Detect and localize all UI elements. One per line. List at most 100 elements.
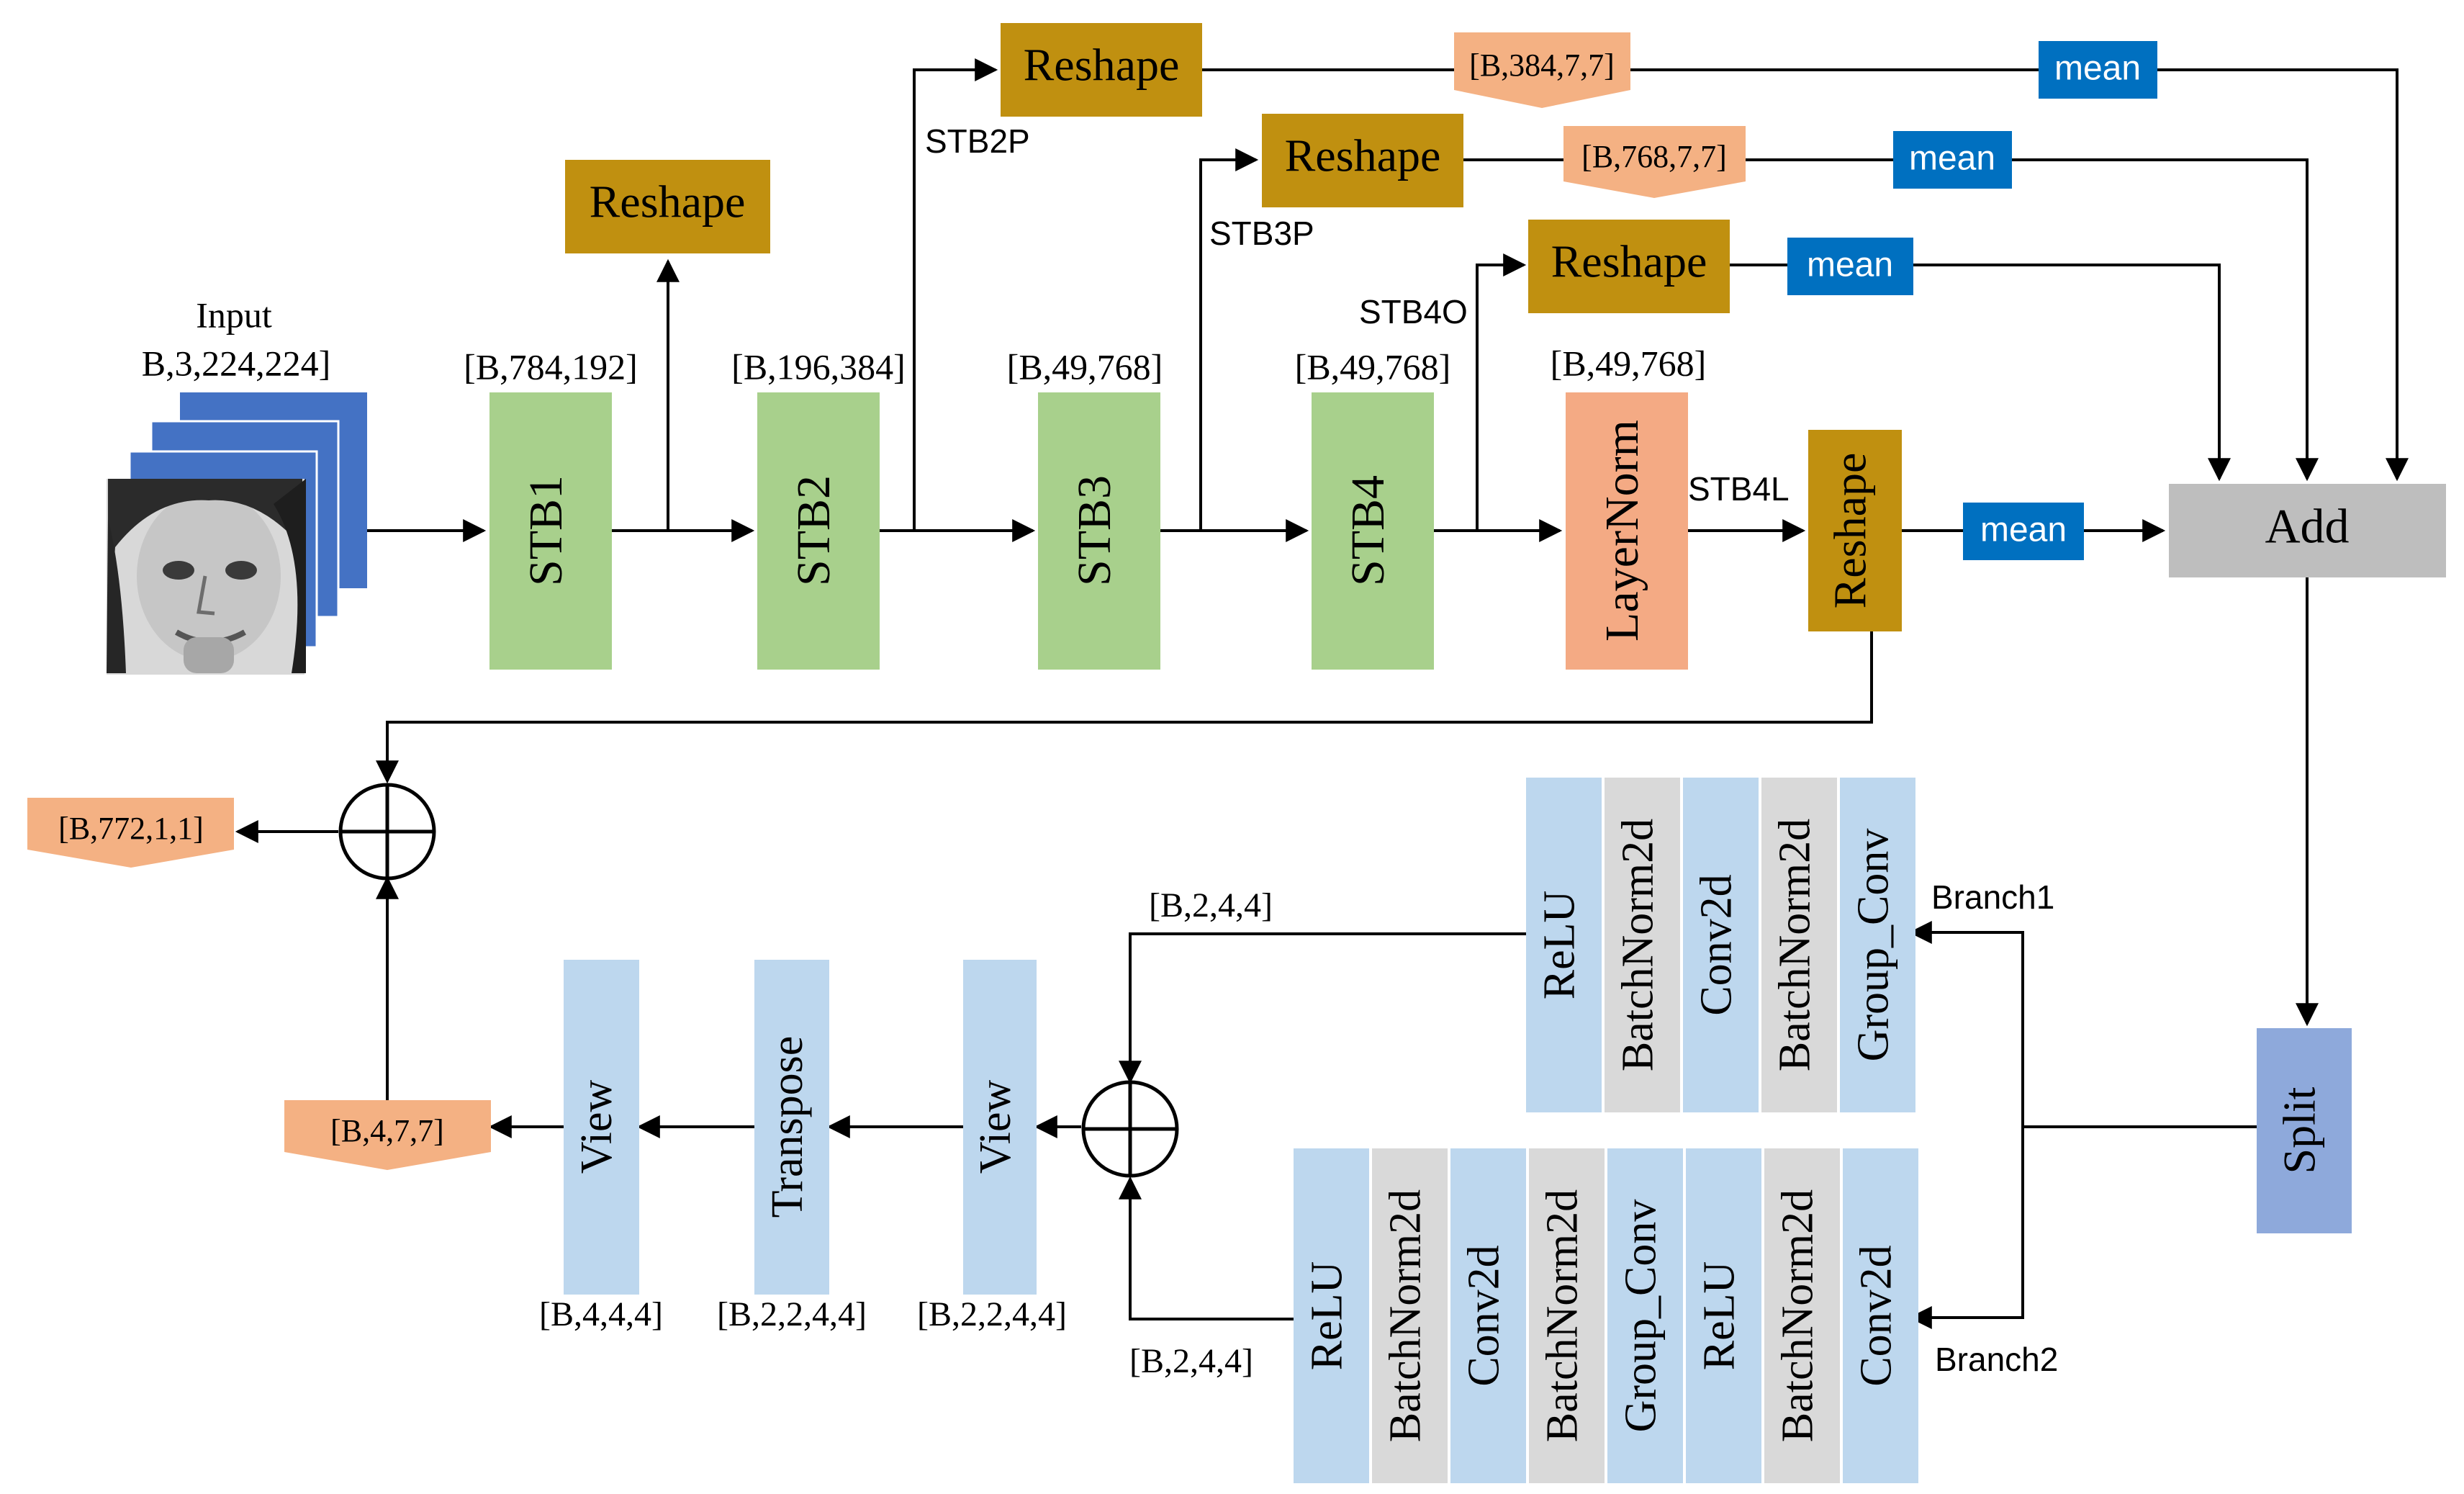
mean-label-1: mean	[2054, 50, 2141, 88]
branch2-block-3-label: Conv2d	[1460, 1245, 1509, 1386]
tensor-384: [B,384,7,7]	[1454, 32, 1630, 108]
face-photo-image	[107, 479, 306, 675]
branch2-block-4-label: BatchNorm2d	[1538, 1189, 1587, 1442]
edge-split-branch2	[1908, 1127, 2024, 1329]
layernorm-label: LayerNorm	[1596, 420, 1648, 642]
branch2-block-7-label: BatchNorm2d	[1774, 1189, 1823, 1442]
stb1-label: STB1	[520, 475, 572, 586]
reshape-stb1-block: Reshape	[565, 160, 770, 253]
tensor-out-label: [B,772,1,1]	[58, 811, 204, 846]
shape-transpose: [B,2,2,4,4]	[717, 1295, 867, 1333]
mean-label-2: mean	[1909, 140, 1995, 178]
shape-stb2: [B,196,384]	[731, 346, 906, 387]
branch1-label: Branch1	[1931, 878, 2054, 916]
branch2-block-3: Conv2d	[1450, 1148, 1526, 1483]
branch1-block-1: ReLU	[1526, 778, 1602, 1112]
tap-stb2p: STB2P	[925, 122, 1030, 160]
tap-stb4l: STB4L	[1688, 470, 1790, 508]
reshape-stb4o-label: Reshape	[1551, 236, 1707, 287]
edge-stb2p	[913, 58, 998, 531]
edge-branch2-sum	[1119, 1176, 1294, 1320]
tap-stb4o: STB4O	[1359, 293, 1468, 330]
view-block-2: View	[564, 960, 639, 1295]
stb2-label: STB2	[788, 475, 840, 586]
reshape-stb2p-block: Reshape	[1001, 23, 1202, 117]
stb2-block: STB2	[757, 392, 880, 670]
mean-box-4: mean	[1963, 503, 2084, 560]
transpose-label: Transpose	[763, 1036, 812, 1218]
branch2-label: Branch2	[1935, 1341, 2058, 1378]
branch1-block-4-label: BatchNorm2d	[1771, 819, 1820, 1071]
layernorm-block: LayerNorm	[1566, 392, 1688, 670]
edge-stb4o	[1476, 253, 1527, 531]
stb1-block: STB1	[489, 392, 612, 670]
branch1-block-3: Conv2d	[1683, 778, 1759, 1112]
stb3-label: STB3	[1068, 475, 1121, 586]
shape-branch1-out: [B,2,4,4]	[1149, 886, 1273, 924]
branch1-block-5-label: Group_Conv	[1849, 829, 1898, 1062]
branch1-block-1-label: ReLU	[1535, 891, 1584, 1000]
reshape-stb4l-label: Reshape	[1825, 453, 1876, 609]
mean-box-2: mean	[1893, 131, 2012, 189]
sum-circle-branches	[1081, 1080, 1179, 1178]
transpose-block: Transpose	[754, 960, 829, 1295]
tap-stb3p: STB3P	[1209, 215, 1314, 252]
add-block: Add	[2169, 484, 2446, 577]
reshape-stb4l-block: Reshape	[1808, 430, 1902, 631]
shape-view2: [B,4,4,4]	[539, 1295, 663, 1333]
edge-reshape-sum	[376, 631, 1873, 784]
reshape-stb3p-label: Reshape	[1285, 130, 1441, 181]
reshape-stb4o-block: Reshape	[1528, 220, 1730, 313]
branch2-block-1-label: ReLU	[1303, 1261, 1352, 1371]
mean-label-4: mean	[1980, 511, 2067, 549]
branch1-block-5: Group_Conv	[1840, 778, 1915, 1112]
input-image-stack	[107, 392, 367, 675]
reshape-stb2p-label: Reshape	[1024, 40, 1180, 91]
branch2-block-5-label: Group_Conv	[1617, 1200, 1666, 1433]
branch1-block-2-label: BatchNorm2d	[1614, 819, 1663, 1071]
branch2-block-4: BatchNorm2d	[1529, 1148, 1605, 1483]
view-block-1-label: View	[971, 1079, 1020, 1174]
shape-stb4: [B,49,768]	[1295, 346, 1451, 387]
branch1-block-3-label: Conv2d	[1692, 874, 1741, 1015]
connector-lines	[235, 58, 2409, 1329]
tensor-768-label: [B,768,7,7]	[1581, 139, 1727, 174]
split-block: Split	[2257, 1028, 2352, 1233]
mean-box-3: mean	[1787, 238, 1913, 295]
branch2-block-5: Group_Conv	[1607, 1148, 1683, 1483]
tensor-4: [B,4,7,7]	[284, 1100, 491, 1170]
tensor-768: [B,768,7,7]	[1563, 126, 1746, 198]
shape-view1: [B,2,2,4,4]	[917, 1295, 1067, 1333]
edge-stb3p	[1199, 148, 1259, 531]
stb4-block: STB4	[1312, 392, 1434, 670]
branch2-block-1: ReLU	[1294, 1148, 1369, 1483]
edge-branch1-sum	[1119, 932, 1526, 1084]
tensor-4-label: [B,4,7,7]	[330, 1113, 444, 1148]
branch2-block-2: BatchNorm2d	[1372, 1148, 1448, 1483]
branch2-block-8: Conv2d	[1843, 1148, 1918, 1483]
reshape-stb1-label: Reshape	[590, 176, 746, 228]
edge-split-branch1	[1908, 921, 2024, 1127]
shape-branch2-out: [B,2,4,4]	[1129, 1342, 1253, 1380]
shape-stb1: [B,784,192]	[464, 346, 638, 387]
view-block-1: View	[963, 960, 1037, 1295]
mean-box-1: mean	[2039, 41, 2157, 99]
input-title: Input	[196, 294, 272, 335]
add-label: Add	[2265, 499, 2349, 554]
input-shape: B,3,224,224]	[142, 343, 331, 383]
shape-stb3: [B,49,768]	[1007, 346, 1163, 387]
shape-layernorm: [B,49,768]	[1551, 343, 1707, 383]
branch2-block-6: ReLU	[1686, 1148, 1761, 1483]
mean-label-3: mean	[1807, 246, 1893, 284]
sum-circle-output	[338, 783, 436, 881]
stb4-label: STB4	[1342, 475, 1394, 586]
branch2-block-8-label: Conv2d	[1852, 1245, 1901, 1386]
branch1-block-4: BatchNorm2d	[1761, 778, 1837, 1112]
branch1-blocks: ReLU BatchNorm2d Conv2d BatchNorm2d Group_Co…	[1526, 778, 1915, 1112]
tensor-384-label: [B,384,7,7]	[1469, 48, 1615, 83]
view-block-2-label: View	[572, 1079, 621, 1174]
stb3-block: STB3	[1038, 392, 1160, 670]
reshape-stb3p-block: Reshape	[1262, 114, 1463, 207]
